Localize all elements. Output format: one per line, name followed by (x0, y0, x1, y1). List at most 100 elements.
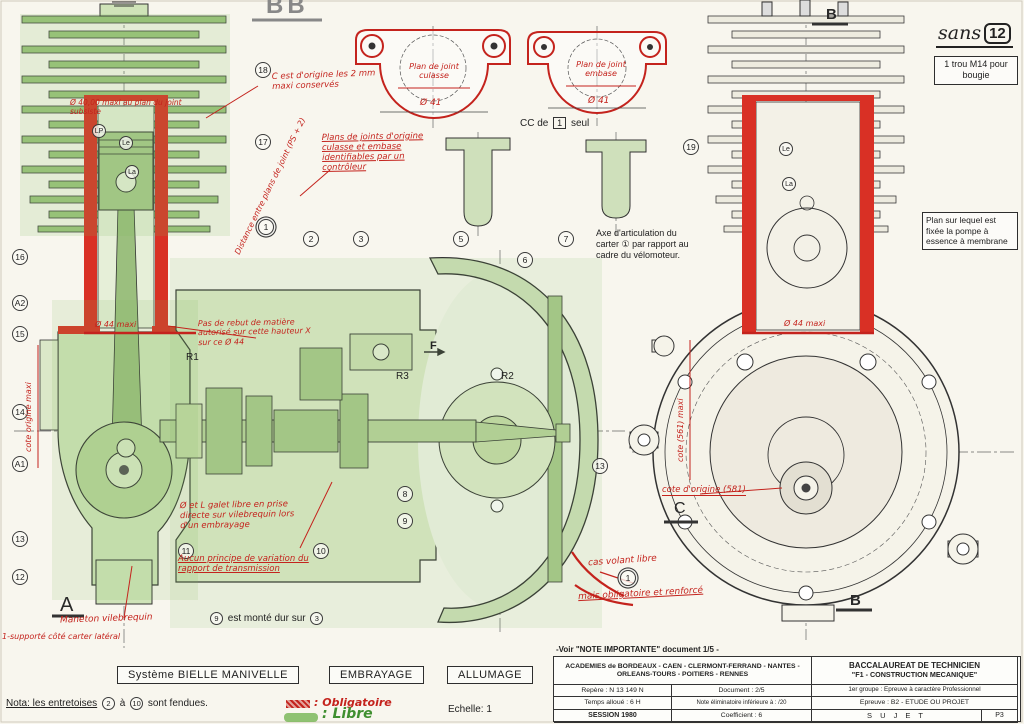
tb-sujet: S U J E T (812, 710, 982, 723)
dim-d41-embase: Ø 41 (588, 96, 610, 106)
red-liner-right (742, 95, 874, 332)
logo-number: 12 (984, 22, 1011, 44)
note-support: 1-supporté côté carter latéral (2, 632, 121, 641)
part-11: 11 (178, 543, 194, 559)
nota-post: sont fendues. (147, 698, 208, 710)
note-importante: -Voir "NOTE IMPORTANTE" document 1/5 - (556, 645, 719, 654)
part-6: 6 (517, 252, 533, 268)
monte-text: est monté dur sur (227, 613, 306, 625)
part-8: 8 (397, 486, 413, 502)
part-9: 9 (397, 513, 413, 529)
spacer-sections (445, 137, 647, 227)
part-16: 16 (12, 249, 28, 265)
cc-post: seul (570, 118, 590, 129)
part-2: 2 (303, 231, 319, 247)
obligatoire-swatch (286, 700, 310, 708)
part-14: 14 (12, 404, 28, 420)
dim-d44-right: Ø 44 maxi (784, 319, 826, 328)
section-marks (52, 18, 872, 618)
red-annotation-lines (37, 85, 874, 619)
note-monte: 9 est monté dur sur 3 (208, 612, 325, 625)
sans12-logo: sans 12 (936, 22, 1013, 48)
note-cc: CC de 1 seul (520, 117, 590, 130)
caption-allumage: ALLUMAGE (447, 666, 533, 684)
note-d40: Ø 40,00 maxi au plan du joint subsiste (70, 98, 182, 116)
caption-bielle-manivelle: Système BIELLE MANIVELLE (117, 666, 299, 684)
part-10: 10 (313, 543, 329, 559)
note-origin-top: C est d'origine les 2 mm maxi conservés (271, 68, 376, 92)
legend-obligatoire: : Obligatoire (314, 696, 392, 709)
part-13-left: 13 (12, 531, 28, 547)
fuel-pump-note: Plan sur lequel est fixée la pompe à ess… (922, 212, 1018, 250)
tb-session: SESSION 1980 (554, 710, 672, 723)
caption-embrayage: EMBRAYAGE (329, 666, 424, 684)
section-label-c: C (674, 500, 686, 517)
label-f: F (430, 340, 437, 352)
logo-script: sans (938, 22, 982, 44)
note-aucun: Aucun principe de variation du rapport d… (178, 554, 309, 575)
dim-d44-left: Ø 44 maxi (95, 320, 137, 329)
section-label-bb: BB (266, 0, 309, 19)
part-13-mid: 13 (592, 458, 608, 474)
note-cote-left: cote origine maxi (24, 382, 33, 452)
part-3-inline: 3 (310, 612, 324, 625)
flange-culasse (355, 29, 511, 119)
nota-mid: à (119, 698, 126, 710)
section-label-b-top: B (826, 6, 837, 23)
legend-libre: : Libre (322, 706, 373, 722)
part-19: 19 (683, 139, 699, 155)
note-culasse: Plan de joint culasse (409, 62, 459, 81)
tb-bac-line1: BACCALAUREAT DE TECHNICIEN (849, 661, 980, 671)
label-r1: R1 (186, 352, 199, 363)
part-7: 7 (558, 231, 574, 247)
tb-note-elim: Note éliminatoire inférieure à : /20 (672, 697, 812, 710)
tb-document: Document : 2/5 (672, 685, 812, 697)
spark-plug-note: 1 trou M14 pour bougie (934, 56, 1018, 85)
note-joint-planes: Plans de joints d'origine culasse et emb… (321, 131, 424, 174)
tb-coefficient: Coefficient : 6 (672, 710, 812, 723)
part-10-inline: 10 (130, 697, 144, 710)
part-9-inline: 9 (210, 612, 223, 625)
section-label-a: A (60, 594, 74, 616)
label-r3: R3 (396, 371, 409, 382)
flange-embase (527, 31, 667, 114)
section-label-b-bottom: B (850, 592, 861, 609)
right-view (628, 0, 979, 622)
tb-bac: BACCALAUREAT DE TECHNICIEN "F1 - CONSTRU… (812, 657, 1018, 685)
note-no-rebut: Pas de rebut de matière autorisé sur cet… (197, 317, 311, 347)
part-2-inline: 2 (101, 697, 115, 710)
note-embase: Plan de joint embase (576, 60, 626, 79)
note-cote-581: cote d'origine (581) (662, 485, 746, 497)
tb-academies: ACADEMIES de BORDEAUX - CAEN - CLERMONT-… (554, 657, 812, 685)
mark-la-right: La (782, 177, 796, 191)
tb-page: P3 (982, 710, 1018, 723)
dim-d41-culasse: Ø 41 (420, 98, 442, 108)
label-r2: R2 (501, 371, 514, 382)
part-a1: A1 (12, 456, 28, 472)
part-18: 18 (255, 62, 271, 78)
flange-dimension-lines (380, 107, 646, 113)
green-highlighter (20, 14, 602, 628)
red-liner-left (58, 95, 196, 334)
tb-epreuve: Epreuve : B2 - ETUDE OU PROJET (812, 697, 1018, 710)
mark-le-right: Le (779, 142, 793, 156)
mark-lp: LP (92, 124, 106, 138)
part-17: 17 (255, 134, 271, 150)
part-5: 5 (453, 231, 469, 247)
tb-groupe: 1er groupe : Epreuve à caractère Profess… (812, 685, 1018, 697)
note-cote-561: cote (561) maxi (676, 398, 685, 462)
title-block: ACADEMIES de BORDEAUX - CAEN - CLERMONT-… (553, 656, 1021, 723)
part-12: 12 (12, 569, 28, 585)
cc-pre: CC de (520, 118, 549, 129)
note-axe-articulation: Axe d'articulation du carter ① par rappo… (596, 228, 689, 260)
part-15: 15 (12, 326, 28, 342)
tb-bac-line2: "F1 - CONSTRUCTION MECANIQUE" (851, 669, 978, 679)
note-echelle: Echelle: 1 (448, 704, 492, 715)
cc-num: 1 (553, 117, 567, 129)
mark-le: Le (119, 136, 133, 150)
part-1: 1 (258, 219, 274, 235)
tb-repere: Repère : N 13 149 N (554, 685, 672, 697)
note-galet: Ø et L galet libre en prise directe sur … (179, 499, 295, 532)
